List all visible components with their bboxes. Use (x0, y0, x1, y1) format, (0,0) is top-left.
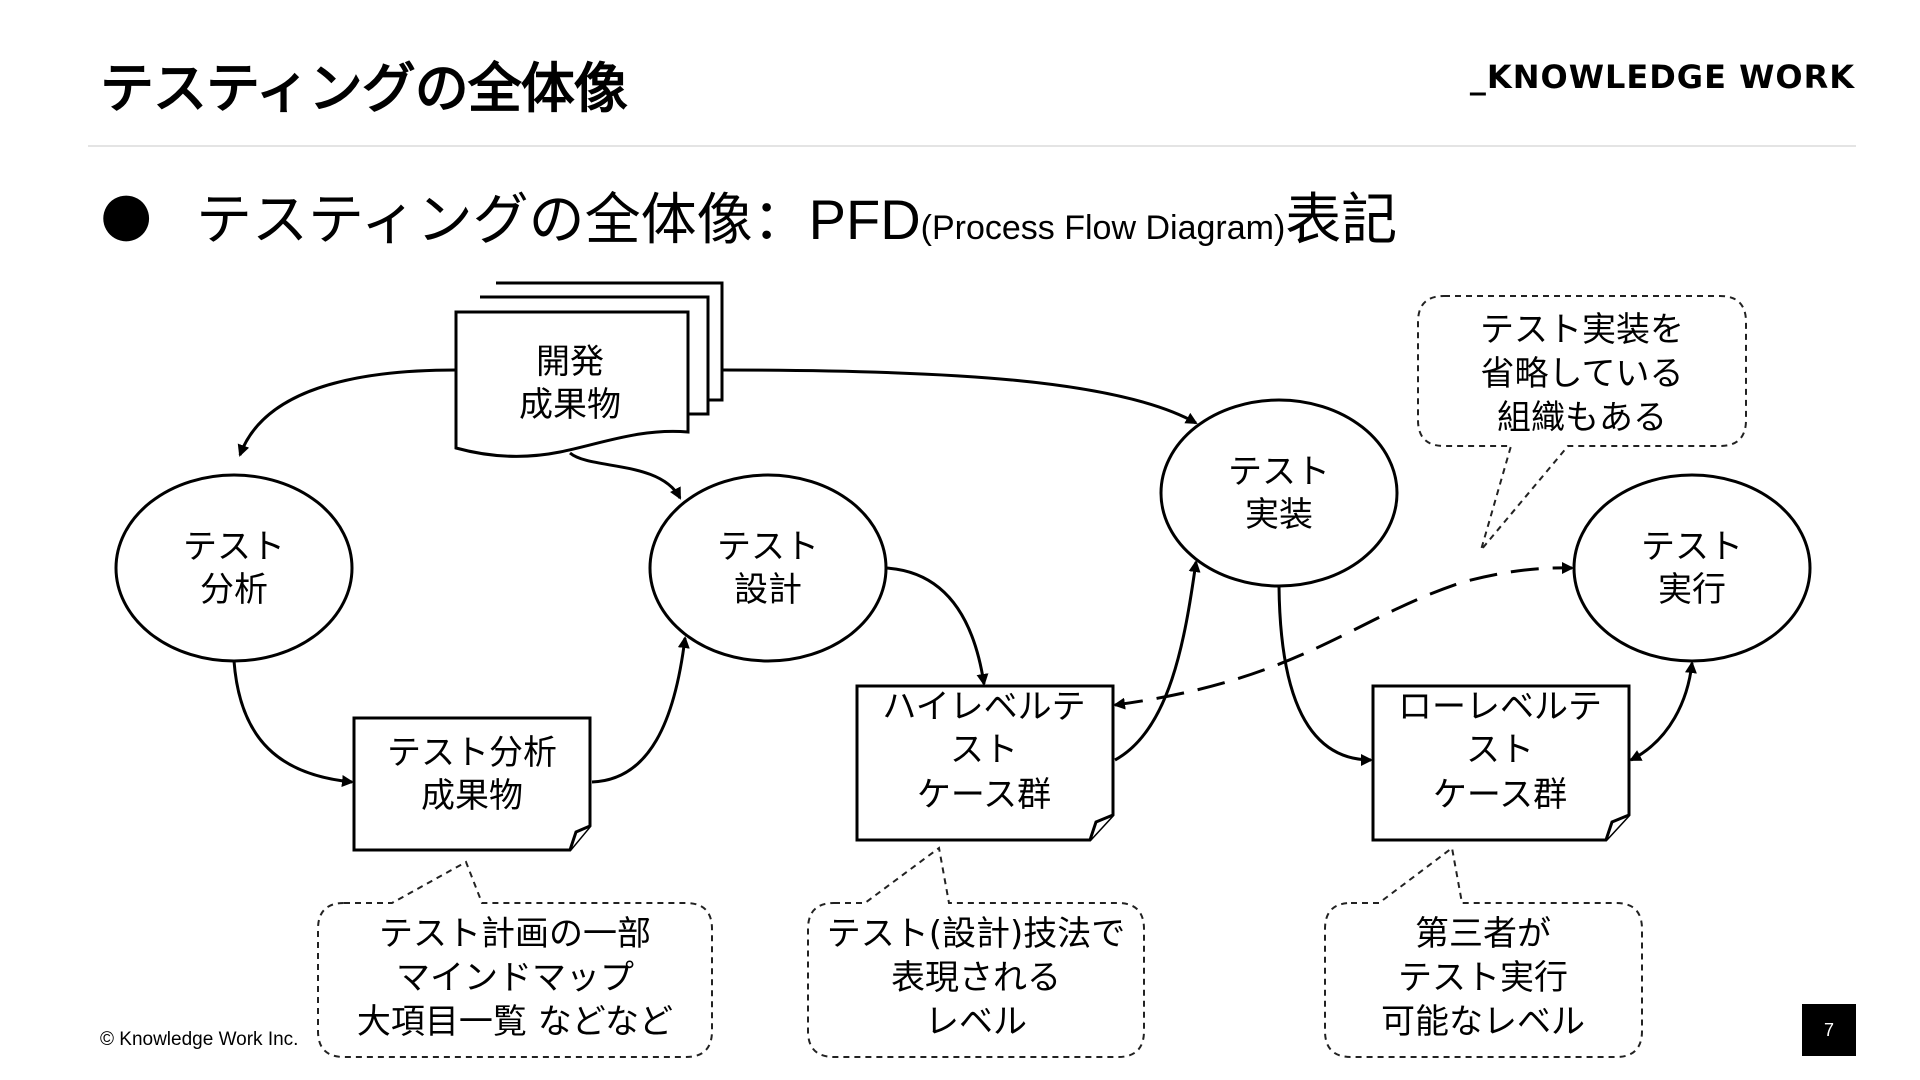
analysis-output-line1: テスト分析 (387, 733, 557, 773)
artifact-low-level-cases: ローレベルテ スト ケース群 (1371, 684, 1631, 842)
arrow-dev-to-implementation (721, 368, 1198, 425)
third-party-line2: テスト実行 (1398, 958, 1568, 998)
callouts (317, 295, 1747, 1058)
callout-design-technique (807, 846, 1145, 1058)
implementation-line2: 実装 (1245, 495, 1313, 535)
execution-line2: 実行 (1658, 570, 1726, 610)
third-party-line1: 第三者が (1415, 914, 1551, 954)
design-technique-line3: レベル (925, 1002, 1027, 1042)
slide-title: テスティングの全体像 (100, 57, 628, 120)
test-plan-line2: マインドマップ (396, 958, 634, 998)
low-level-line3: ケース群 (1433, 775, 1567, 815)
callout-texts: テスト実装を 省略している 組織もある テスト計画の一部 マインドマップ 大項目… (357, 310, 1684, 1042)
process-test-design: テスト 設計 (648, 473, 888, 663)
header-divider (88, 145, 1856, 147)
subtitle-expansion: (Process Flow Diagram) (920, 209, 1286, 247)
design-technique-line2: 表現される (891, 958, 1061, 998)
arrow-high-level-to-execution-dashed (1113, 561, 1574, 710)
arrow-dev-to-design (569, 451, 682, 500)
low-level-line2: スト (1466, 730, 1534, 770)
subtitle-main: テスティングの全体像： (196, 188, 809, 253)
dev-artifacts-document: 開発 成果物 (454, 281, 724, 458)
execution-line1: テスト (1641, 527, 1743, 567)
skip-impl-line3: 組織もある (1497, 398, 1667, 438)
artifact-high-level-cases: ハイレベルテ スト ケース群 (855, 684, 1115, 842)
skip-impl-line2: 省略している (1481, 354, 1684, 394)
callout-third-party (1324, 846, 1643, 1058)
skip-impl-line1: テスト実装を (1480, 310, 1684, 350)
dev-artifacts-line2: 成果物 (519, 385, 621, 425)
arrow-high-level-to-implementation (1114, 560, 1201, 762)
high-level-line1: ハイレベルテ (882, 687, 1085, 727)
subtitle-pfd: PFD (808, 188, 921, 251)
page-number: 7 (1802, 1004, 1856, 1056)
high-level-line2: スト (950, 730, 1018, 770)
flow-arrows (232, 368, 1697, 787)
low-level-line1: ローレベルテ (1398, 687, 1602, 727)
analysis-line1: テスト (183, 527, 285, 567)
design-line1: テスト (717, 527, 819, 567)
copyright: © Knowledge Work Inc. (100, 1029, 299, 1050)
arrow-dev-to-analysis (237, 368, 457, 457)
process-test-analysis: テスト 分析 (114, 473, 354, 663)
arrow-design-to-high-level (885, 566, 989, 686)
third-party-line3: 可能なレベル (1381, 1002, 1585, 1042)
arrow-output-to-design (591, 636, 690, 784)
design-technique-line1: テスト(設計)技法で (827, 914, 1126, 954)
callout-test-plan (317, 860, 713, 1058)
dev-artifacts-line1: 開発 (536, 342, 604, 382)
test-plan-line3: 大項目一覧 などなど (357, 1002, 673, 1042)
brand-logo: _KNOWLEDGE WORK (1469, 58, 1855, 96)
arrow-low-level-execution (1629, 661, 1697, 762)
test-plan-line1: テスト計画の一部 (379, 914, 651, 954)
document-stack-front (454, 310, 690, 458)
process-test-execution: テスト 実行 (1572, 473, 1812, 663)
bullet-icon: ● (100, 179, 153, 249)
implementation-line1: テスト (1228, 452, 1330, 492)
analysis-output-line2: 成果物 (421, 776, 523, 816)
callout-skip-implementation (1417, 295, 1747, 551)
artifact-analysis-output: テスト分析 成果物 (352, 716, 592, 852)
arrow-analysis-to-output (232, 660, 354, 787)
design-line2: 設計 (734, 570, 802, 610)
process-test-implementation: テスト 実装 (1159, 398, 1399, 588)
subtitle: テスティングの全体像：PFD(Process Flow Diagram)表記 (196, 175, 1397, 256)
analysis-line2: 分析 (200, 570, 268, 610)
arrow-implementation-to-low-level (1277, 585, 1373, 766)
subtitle-suffix: 表記 (1285, 188, 1398, 253)
high-level-line3: ケース群 (917, 775, 1051, 815)
